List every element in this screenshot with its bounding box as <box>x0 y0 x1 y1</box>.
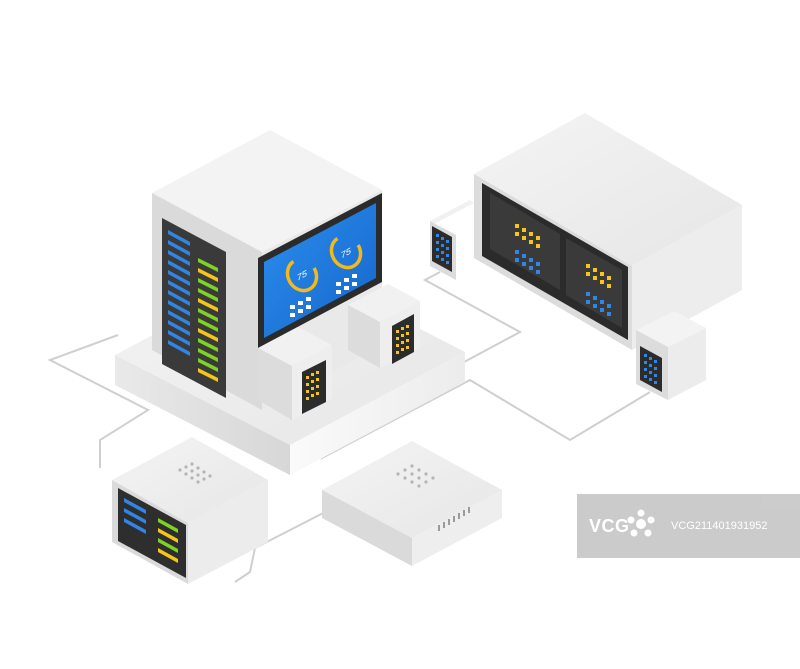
monitor-screen: 75 75 <box>258 193 382 348</box>
cabinet-led-grid-1 <box>515 224 540 274</box>
tower-rack-panel <box>162 218 226 398</box>
small-server <box>112 437 268 584</box>
cabinet-left-unit <box>430 200 474 280</box>
watermark-logo-icon <box>627 509 655 537</box>
cabinet-led-grid-2 <box>586 264 611 316</box>
server-cabinet <box>474 113 742 350</box>
gauge-2-value: 75 <box>341 246 351 262</box>
side-storage-node <box>348 284 420 368</box>
gauge-1-value: 75 <box>297 268 307 284</box>
watermark-banner: VCG VCG211401931952 <box>577 494 800 558</box>
small-server-vent <box>178 462 212 484</box>
gauge-2: 75 <box>329 234 363 270</box>
front-storage-node <box>258 327 332 420</box>
gauge-1: 75 <box>285 257 319 293</box>
cable-router-to-small-server <box>234 487 373 583</box>
router-vent <box>396 464 435 488</box>
rack-led-column-blue <box>168 230 190 356</box>
cable-tower-to-small-server <box>47 334 151 468</box>
cabinet-front-unit <box>636 311 706 400</box>
watermark-logo-text: VCG <box>589 516 630 536</box>
screen-status-bars <box>290 274 357 317</box>
watermark-id: VCG211401931952 <box>671 520 768 532</box>
rack-led-column-green <box>198 258 218 382</box>
router-ports <box>438 507 470 531</box>
network-router <box>322 441 502 566</box>
